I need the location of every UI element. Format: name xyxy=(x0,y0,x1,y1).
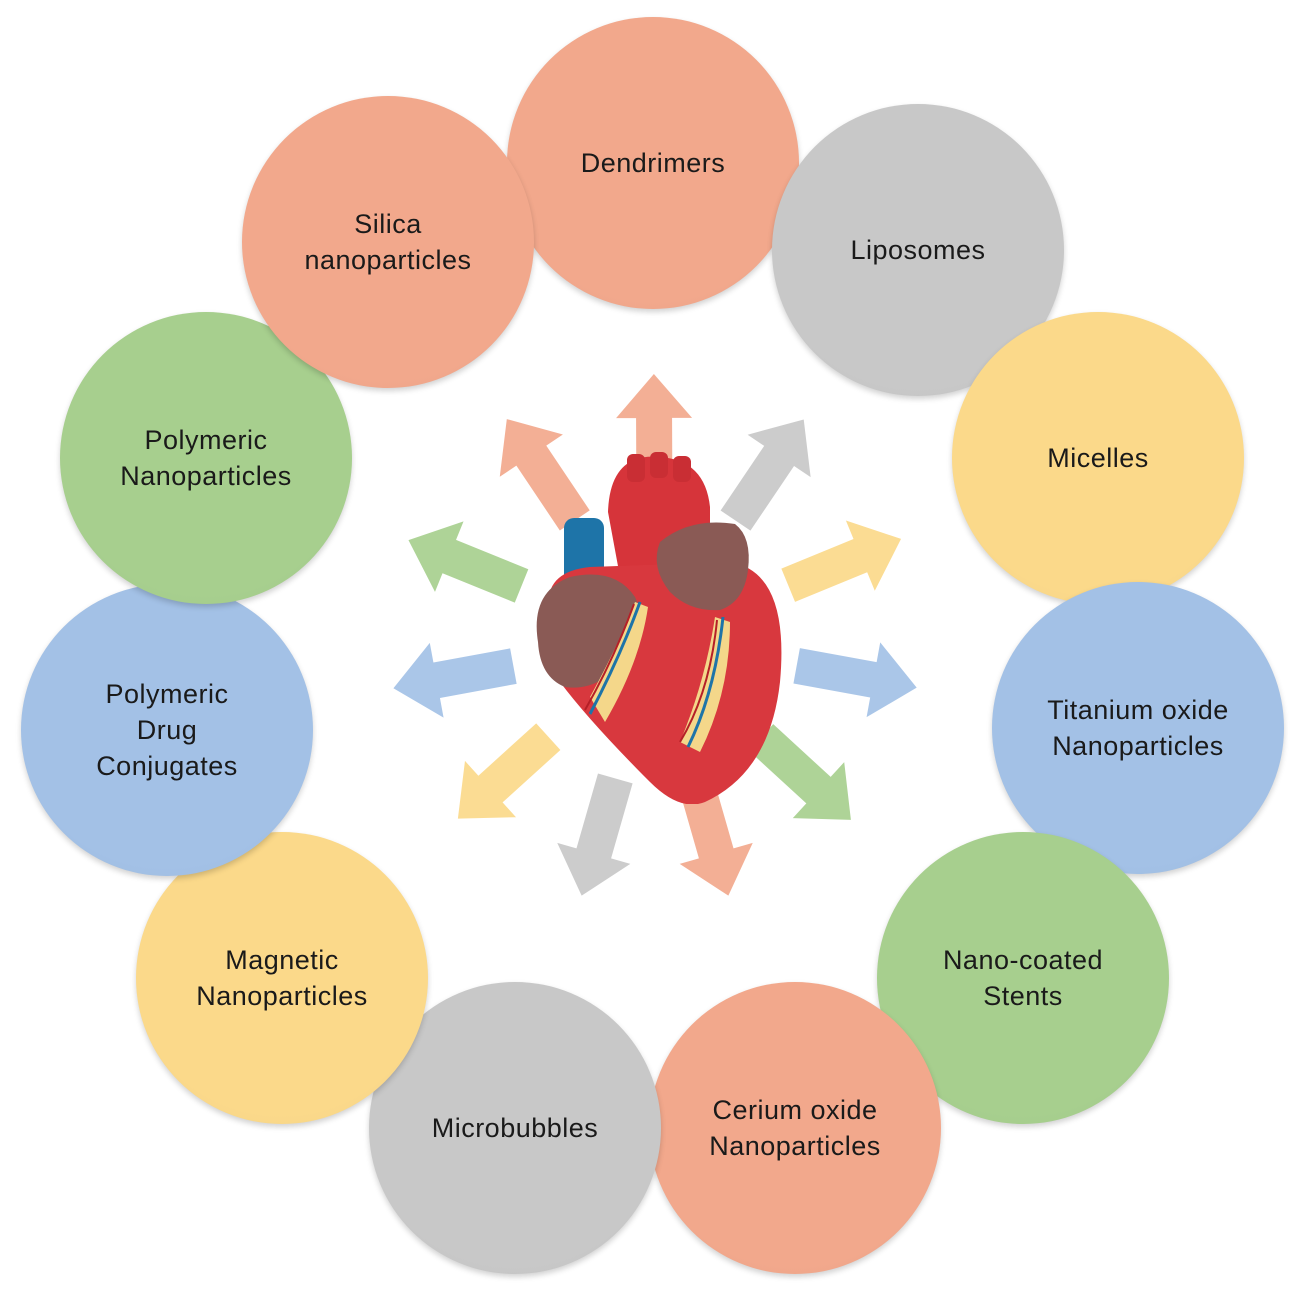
left-atrium-shape xyxy=(656,522,749,611)
node-micelles: Micelles xyxy=(952,312,1244,604)
arrow-icon xyxy=(457,723,561,819)
node-label: Microbubbles xyxy=(431,1113,599,1143)
node-microbubbles: Microbubbles xyxy=(369,982,661,1274)
node-label: Titanium oxide Nanoparticles xyxy=(1047,695,1229,761)
node-polymeric-nanoparticles: Polymeric Nanoparticles xyxy=(60,312,352,604)
node-label: Polymeric Nanoparticles xyxy=(120,425,292,491)
arrow-icon xyxy=(499,419,590,531)
node-polymeric-drug-conjugates: Polymeric Drug Conjugates xyxy=(21,584,313,876)
heart-icon xyxy=(530,452,792,805)
aorta-branch-2 xyxy=(650,452,668,478)
node-cerium-oxide: Cerium oxide Nanoparticles xyxy=(649,982,941,1274)
node-label: Dendrimers xyxy=(580,148,726,178)
arrow-icon xyxy=(616,374,693,497)
node-label: Magnetic Nanoparticles xyxy=(196,945,368,1011)
coronary-fat-left xyxy=(590,602,648,722)
node-nano-coated-stents: Nano-coated Stents xyxy=(877,832,1169,1124)
aorta-branch-3 xyxy=(673,456,691,482)
coronary-vessel-left xyxy=(588,601,642,715)
node-label: Silica nanoparticles xyxy=(304,209,472,275)
coronary-vessel-right xyxy=(686,616,725,748)
node-label: Polymeric Drug Conjugates xyxy=(96,679,238,781)
node-magnetic: Magnetic Nanoparticles xyxy=(136,832,428,1124)
node-label: Cerium oxide Nanoparticles xyxy=(709,1095,881,1161)
coronary-vessel-right-red xyxy=(679,619,718,743)
arrow-icon xyxy=(748,724,851,820)
arrow-icon xyxy=(793,642,917,718)
node-label: Liposomes xyxy=(850,235,986,265)
node-label: Nano-coated Stents xyxy=(942,945,1104,1011)
arrow-icon xyxy=(408,521,529,603)
node-dendrimers: Dendrimers xyxy=(507,17,799,309)
arrow-icon xyxy=(557,773,633,896)
arrow-icon xyxy=(781,520,902,602)
node-silica: Silica nanoparticles xyxy=(242,96,534,388)
node-label: Micelles xyxy=(1047,443,1149,473)
arrow-icon xyxy=(720,419,811,531)
aorta-branch-1 xyxy=(627,454,645,482)
arrow-icon xyxy=(677,773,753,896)
node-titanium-oxide: Titanium oxide Nanoparticles xyxy=(992,582,1284,874)
arrow-icon xyxy=(393,642,517,718)
coronary-vessel-left-red xyxy=(584,603,635,711)
